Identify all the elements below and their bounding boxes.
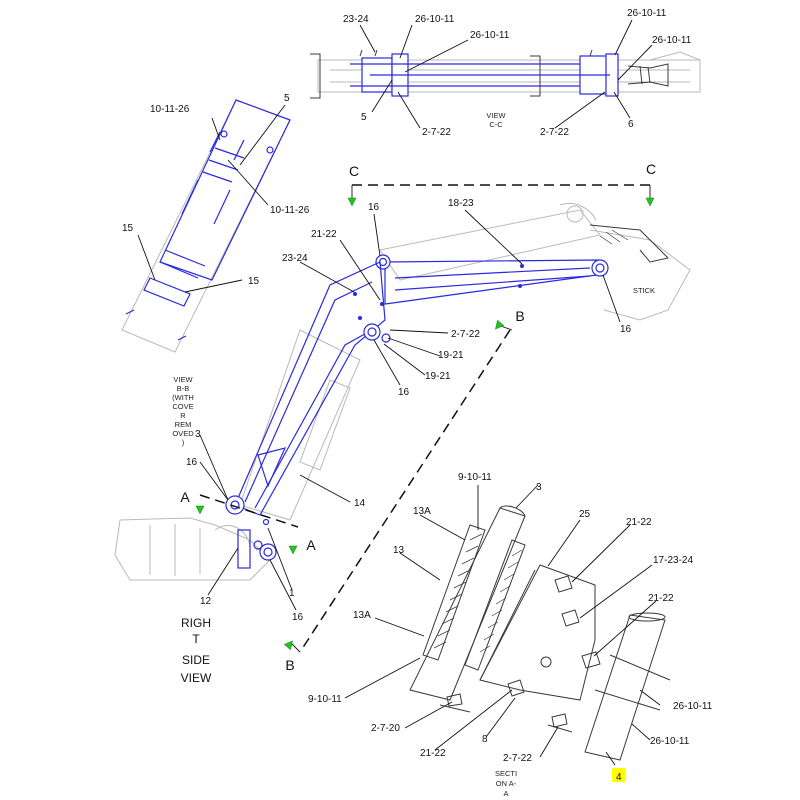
- callout-label: 9-10-11: [308, 694, 342, 705]
- leader-lines: [137, 19, 661, 766]
- section-a-a-drawing: [409, 505, 671, 761]
- view-c-subtitle: C-C: [489, 120, 503, 129]
- callout-label: 2-7-20: [371, 723, 400, 734]
- callout-label: 12: [200, 596, 212, 607]
- detail-pin-drawing: [121, 99, 291, 353]
- callout-label: 21-22: [648, 593, 674, 604]
- callout-label: 5: [284, 93, 290, 104]
- boom-stick-drawing: [225, 203, 691, 521]
- callout-label: 16: [186, 457, 198, 468]
- callout-label: 21-22: [626, 517, 652, 528]
- section-letter-a-left: A: [180, 489, 190, 505]
- section-lines: [195, 184, 655, 653]
- right-side-view-line-1: RIGH: [181, 616, 211, 630]
- callout-label: 26-10-11: [650, 736, 690, 747]
- callout-label: 8: [482, 734, 488, 745]
- callout-label: 26-10-11: [673, 701, 713, 712]
- right-side-view-line-4: VIEW: [181, 671, 212, 685]
- callout-label: 16: [620, 324, 632, 335]
- callout-label: 1: [289, 588, 295, 599]
- section-letter-c-left: C: [349, 163, 359, 179]
- callout-label: 17-23-24: [653, 555, 693, 566]
- callout-label: 16: [292, 612, 304, 623]
- view-b-line-3: (WITH: [172, 393, 194, 402]
- section-a-line-2: ON A-: [496, 779, 517, 788]
- callout-label: 6: [628, 119, 634, 130]
- view-b-line-4: COVE: [172, 402, 193, 411]
- callout-label: 21-22: [311, 229, 337, 240]
- stick-label: STICK: [633, 286, 655, 295]
- view-b-line-7: OVED: [172, 429, 194, 438]
- callout-label: 23-24: [282, 253, 308, 264]
- view-b-line-5: R: [180, 411, 186, 420]
- callout-label: 5: [361, 112, 367, 123]
- callout-label: 25: [579, 509, 591, 520]
- view-c-c-drawing: [310, 49, 701, 99]
- right-side-view-drawing: [114, 517, 277, 581]
- view-c-title: VIEW: [486, 111, 506, 120]
- section-a-line-1: SECTI: [495, 769, 517, 778]
- callout-label: 2-7-22: [422, 127, 451, 138]
- callout-label: 23-24: [343, 14, 369, 25]
- section-letter-b-bottom: B: [285, 657, 294, 673]
- callout-label: 9-10-11: [458, 472, 492, 483]
- callout-label: 10-11-26: [150, 104, 190, 115]
- callout-label: 19-21: [438, 350, 464, 361]
- callout-label: 13A: [353, 610, 371, 621]
- callout-label: 10-11-26: [270, 205, 310, 216]
- callout-label: 16: [368, 202, 380, 213]
- section-a-line-3: A: [503, 789, 508, 798]
- right-side-view-line-2: T: [192, 632, 200, 646]
- view-b-line-2: B-B: [177, 384, 190, 393]
- callout-label: 15: [248, 276, 260, 287]
- callout-label: 2-7-22: [451, 329, 480, 340]
- callout-label: 15: [122, 223, 134, 234]
- callout-label: 19-21: [425, 371, 451, 382]
- right-side-view-line-3: SIDE: [182, 653, 210, 667]
- callout-label: 13A: [413, 506, 431, 517]
- section-letter-a-right: A: [306, 537, 316, 553]
- callout-4-highlight: [612, 768, 626, 782]
- callout-label: 26-10-11: [470, 30, 510, 41]
- callout-label: 4: [616, 772, 622, 783]
- callout-label: 18-23: [448, 198, 474, 209]
- callout-label: 3: [195, 429, 201, 440]
- section-letter-c-right: C: [646, 161, 656, 177]
- callout-label: 3: [536, 482, 542, 493]
- callout-label: 13: [393, 545, 405, 556]
- callout-label: 2-7-22: [540, 127, 569, 138]
- callout-label: 26-10-11: [415, 14, 455, 25]
- view-b-line-1: VIEW: [173, 375, 193, 384]
- callout-label: 2-7-22: [503, 753, 532, 764]
- callout-label: 26-10-11: [627, 8, 667, 19]
- callout-label: 26-10-11: [652, 35, 692, 46]
- section-letter-b-top: B: [515, 308, 524, 324]
- callout-label: 16: [398, 387, 410, 398]
- callout-label: 14: [354, 498, 366, 509]
- view-b-line-8: ): [182, 438, 185, 447]
- view-b-line-6: REM: [175, 420, 192, 429]
- callout-label: 21-22: [420, 748, 446, 759]
